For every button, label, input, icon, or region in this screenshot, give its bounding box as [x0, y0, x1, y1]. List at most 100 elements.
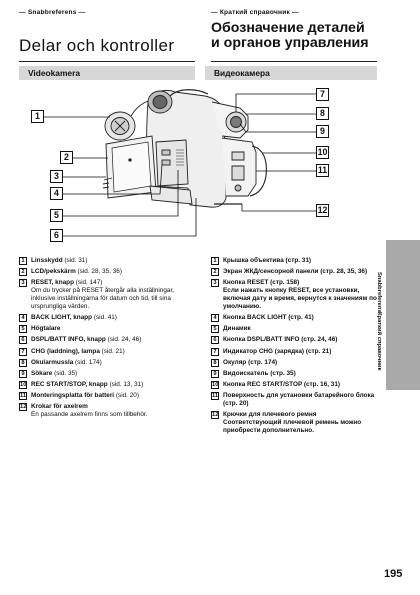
left-kicker: — Snabbreferens — [19, 9, 86, 16]
ru-item-11: 11 Поверхность для установки батарейного … [211, 392, 379, 408]
item-number-box: 3 [211, 279, 219, 288]
page-number: 195 [384, 568, 403, 580]
item-page-ref: (sid. 28, 35, 36) [75, 268, 122, 276]
callout-10: 10 [316, 146, 329, 159]
callout-3: 3 [50, 170, 63, 183]
callout-7: 7 [316, 88, 329, 101]
item-number-box: 3 [19, 279, 27, 288]
item-note: Соответствующий плечевой ремень можно пр… [223, 419, 362, 434]
item-number-box: 6 [211, 336, 219, 345]
left-page-title: Delar och kontroller [19, 36, 175, 55]
item-page-ref: (стр. 28, 35, 36) [318, 268, 368, 276]
item-page-ref: (sid. 13, 31) [107, 381, 144, 389]
right-rule [211, 61, 377, 62]
item-page-ref: (стр. 158) [268, 279, 300, 287]
item-note: En passande axelrem finns som tillbehör. [31, 411, 148, 419]
item-number-box: 12 [19, 403, 27, 412]
callout-8: 8 [316, 107, 329, 120]
item-page-ref: (стр. 35) [268, 369, 296, 377]
right-kicker: — Краткий справочник — [211, 9, 299, 16]
item-label: Окуляр [223, 358, 247, 366]
item-page-ref: (стр. 31) [283, 257, 312, 264]
item-label: RESET, knapp [31, 279, 74, 287]
item-label: Кнопка REC START/STOP [223, 381, 303, 389]
callout-4: 4 [50, 187, 63, 200]
item-number-box: 9 [19, 369, 27, 378]
item-number-box: 6 [19, 336, 27, 345]
ru-item-2: 2 Экран ЖКД/сенсорной панели (стр. 28, 35… [211, 268, 379, 277]
item-number-box: 8 [19, 358, 27, 367]
item-label: Индикатор CHG (зарядка) [223, 347, 305, 355]
item-page-ref: (стр. 41) [286, 313, 314, 321]
item-label: Sökare [31, 369, 53, 377]
item-label: DSPL/BATT INFO, knapp [31, 336, 106, 344]
leader-line-4 [63, 163, 163, 195]
ru-item-1: 1 Крышка объектива (стр. 31) [211, 257, 379, 265]
item-page-ref: (sid. 174) [73, 358, 102, 366]
item-number-box: 11 [211, 392, 219, 401]
item-label: Кнопка RESET [223, 279, 269, 287]
left-rule [19, 61, 195, 62]
item-label: Крышка объектива [223, 257, 284, 264]
item-label: Högtalare [31, 325, 61, 333]
item-label: Monteringsplatta för batteri [31, 392, 115, 400]
item-number-box: 7 [19, 347, 27, 356]
item-number-box: 1 [211, 257, 219, 265]
item-number-box: 2 [19, 268, 27, 277]
item-number-box: 10 [19, 381, 27, 390]
callout-9: 9 [316, 125, 329, 138]
item-page-ref: (sid. 41) [92, 313, 117, 321]
side-tab-label-ru: Краткий справочник [376, 312, 382, 371]
item-number-box: 10 [211, 381, 219, 390]
item-number-box: 8 [211, 358, 219, 367]
callout-11: 11 [316, 164, 329, 177]
ru-item-4: 4 Кнопка BACK LIGHT (стр. 41) [211, 313, 379, 322]
item-page-ref: (sid. 147) [73, 279, 103, 287]
item-number-box: 2 [211, 268, 219, 277]
item-label: Кнопка BACK LIGHT [223, 313, 287, 321]
item-number-box: 7 [211, 347, 219, 356]
item-number-box: 4 [211, 313, 219, 322]
left-section-bar: Videokamera [19, 66, 195, 80]
leader-line-5 [63, 170, 179, 217]
item-page-ref: (стр. 20) [223, 400, 249, 408]
side-tab-label-sv: Snabbreferens [376, 272, 382, 313]
item-label: Экран ЖКД/сенсорной панели [223, 268, 319, 276]
ru-item-10: 10 Кнопка REC START/STOP (стр. 16, 31) [211, 381, 379, 390]
item-page-ref: (sid. 21) [99, 347, 125, 355]
right-title-line-1: Обозначение деталей [211, 20, 365, 36]
item-label: Видоискатель [223, 369, 269, 377]
right-title-line-2: и органов управления [211, 35, 369, 51]
side-tab [386, 240, 420, 390]
sv-item-5: 5 Högtalare [19, 325, 191, 334]
item-page-ref: (стр. 16, 31) [302, 381, 341, 389]
item-label: REC START/STOP, knapp [31, 381, 108, 389]
item-page-ref: (sid. 31) [62, 257, 88, 264]
item-number-box: 12 [211, 411, 219, 420]
item-label: BACK LIGHT, knapp [31, 313, 93, 321]
callout-6: 6 [50, 229, 63, 242]
item-number-box: 5 [19, 325, 27, 334]
item-label: Поверхность для установки батарейного бл… [223, 392, 375, 400]
item-label: CHG (laddning), lampa [31, 347, 100, 355]
item-label: Krokar för axelrem [31, 403, 88, 411]
callout-5: 5 [50, 209, 63, 222]
leader-line-12 [241, 204, 316, 212]
camcorder-illustration [44, 89, 316, 237]
